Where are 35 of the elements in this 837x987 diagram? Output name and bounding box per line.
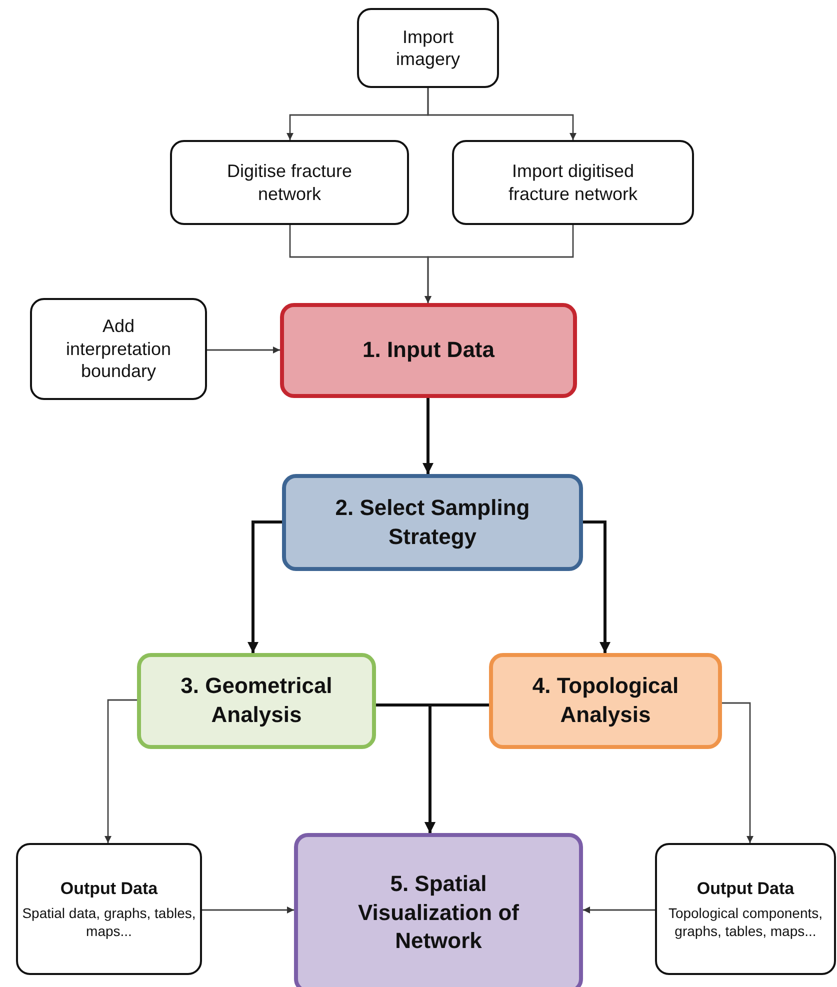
step-box xyxy=(170,140,409,225)
arrow xyxy=(207,346,280,354)
box-description: Spatial data, graphs, tables, maps... xyxy=(22,905,196,940)
box-label: Import digitised fracture network xyxy=(507,160,639,205)
arrow xyxy=(104,699,137,843)
step-box xyxy=(30,298,207,400)
box-label: 2. Select Sampling Strategy xyxy=(334,494,531,551)
arrow xyxy=(422,398,434,474)
output-box xyxy=(655,843,836,975)
box-label: 4. Topological Analysis xyxy=(531,672,680,729)
arrow xyxy=(722,702,754,843)
box-description: Topological components, graphs, tables, maps... xyxy=(667,905,824,940)
process-box xyxy=(282,474,583,571)
process-box xyxy=(294,833,583,987)
process-box xyxy=(489,653,722,749)
arrow xyxy=(202,906,294,914)
arrow xyxy=(248,520,282,653)
output-box xyxy=(16,843,202,975)
box-label: 1. Input Data xyxy=(362,336,494,364)
box-heading: Output Data xyxy=(696,878,794,900)
box-label: Digitise fracture network xyxy=(226,160,354,205)
arrow xyxy=(583,520,610,653)
box-label: Add interpretation boundary xyxy=(64,315,172,383)
box-heading: Output Data xyxy=(60,878,158,900)
arrow xyxy=(424,704,489,833)
arrow xyxy=(424,225,574,303)
step-box xyxy=(357,8,499,88)
arrow xyxy=(583,906,655,914)
process-box xyxy=(137,653,376,749)
arrow xyxy=(427,88,576,140)
box-label: Import imagery xyxy=(394,26,462,70)
box-label: 5. Spatial Visualization of Network xyxy=(357,870,520,956)
step-box xyxy=(452,140,694,225)
process-box xyxy=(280,303,577,398)
box-label: 3. Geometrical Analysis xyxy=(180,672,334,729)
